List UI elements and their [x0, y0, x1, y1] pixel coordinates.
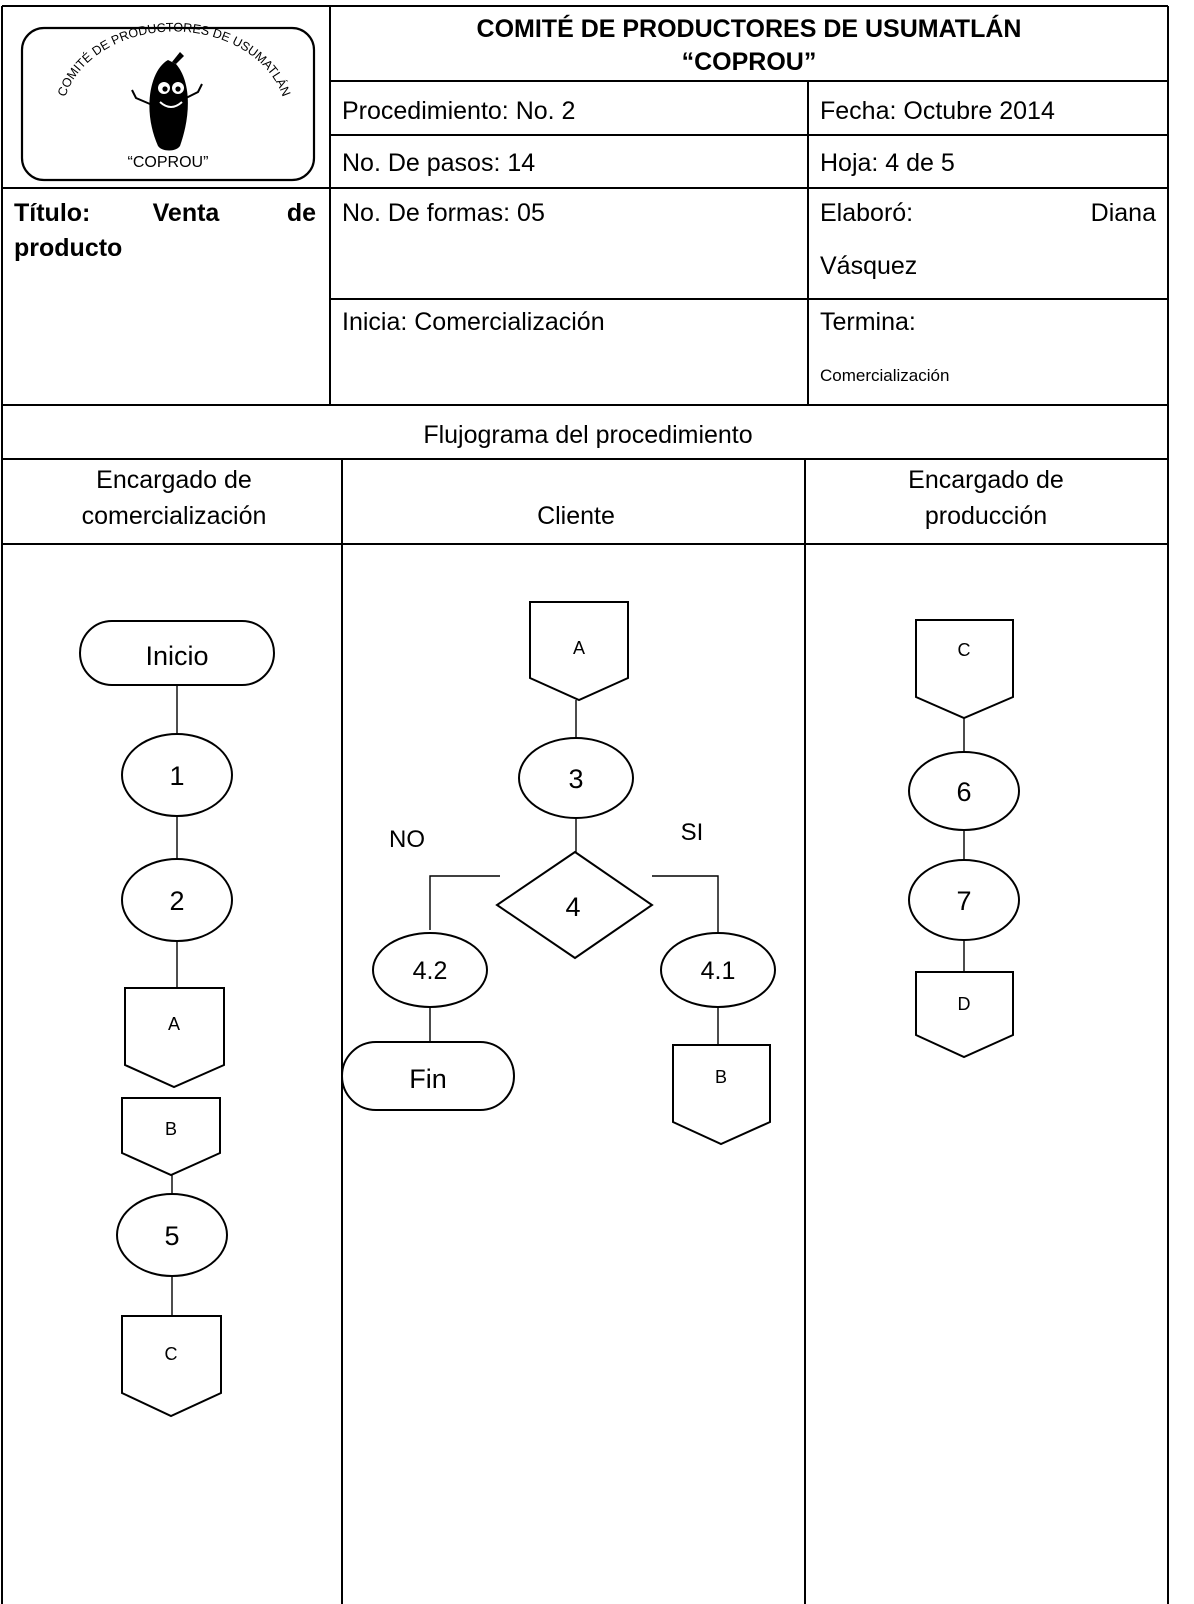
- connector-a-out-label: A: [168, 1014, 180, 1034]
- decision-si-label: SI: [681, 819, 704, 846]
- connector-c-out-label: C: [165, 1344, 178, 1364]
- titulo-label: Título:: [14, 199, 90, 227]
- offpage-connector-c-in: C: [915, 619, 1014, 720]
- table-grid: [1, 5, 1169, 1604]
- elaboro-name-2: Vásquez: [820, 252, 917, 280]
- offpage-connector-c-out: C: [121, 1315, 222, 1418]
- connector-b-in-label: B: [165, 1119, 177, 1139]
- process-step-2: 2: [121, 858, 233, 942]
- process-step-4-2: 4.2: [372, 932, 488, 1008]
- step-3-label: 3: [568, 764, 583, 794]
- logo-caption: “COPROU”: [128, 154, 209, 171]
- titulo-word-1: Venta: [153, 199, 221, 227]
- decision-4-label: 4: [565, 892, 580, 922]
- header-text: COMITÉ DE PRODUCTORES DE USUMATLÁN “COPR…: [14, 14, 1156, 530]
- process-step-7: 7: [908, 859, 1020, 941]
- procedimiento-field: Procedimiento: No. 2: [342, 97, 575, 125]
- lane-comercializacion-line1: Encargado de: [96, 466, 252, 494]
- process-step-5: 5: [116, 1193, 228, 1277]
- step-4-1-label: 4.1: [701, 957, 736, 985]
- decision-no-label: NO: [389, 826, 425, 853]
- process-step-3: 3: [518, 737, 634, 819]
- org-title: COMITÉ DE PRODUCTORES DE USUMATLÁN: [477, 14, 1022, 43]
- connector-b-out-label: B: [715, 1067, 727, 1087]
- offpage-connector-b-in: B: [121, 1097, 221, 1177]
- hoja-field: Hoja: 4 de 5: [820, 149, 955, 177]
- formas-field: No. De formas: 05: [342, 199, 545, 227]
- banana-mascot-icon: [131, 52, 203, 151]
- terminal-fin: Fin: [341, 1041, 515, 1111]
- connector-c-in-label: C: [958, 640, 971, 660]
- titulo-word-2: de: [287, 199, 316, 227]
- flowchart-section-title: Flujograma del procedimiento: [423, 421, 752, 449]
- step-4-2-label: 4.2: [413, 957, 448, 985]
- process-step-6: 6: [908, 751, 1020, 831]
- titulo-line-2: producto: [14, 234, 122, 262]
- step-1-label: 1: [169, 761, 184, 791]
- connector-d-out-label: D: [958, 994, 971, 1014]
- lane-produccion-line1: Encargado de: [908, 466, 1064, 494]
- elaboro-label: Elaboró:: [820, 199, 913, 227]
- decision-4: 4: [495, 850, 654, 960]
- flow-connectors: [171, 685, 965, 1316]
- terminal-inicio: Inicio: [79, 620, 275, 686]
- coprou-logo: COMITÉ DE PRODUCTORES DE USUMATLÁN “COPR…: [20, 20, 316, 182]
- process-step-1: 1: [121, 733, 233, 817]
- fin-label: Fin: [409, 1064, 447, 1094]
- step-7-label: 7: [956, 886, 971, 916]
- termina-value: Comercialización: [820, 366, 949, 385]
- step-6-label: 6: [956, 777, 971, 807]
- offpage-connector-a-in: A: [529, 601, 629, 702]
- lane-produccion-line2: producción: [925, 502, 1047, 530]
- termina-label: Termina:: [820, 308, 916, 336]
- step-2-label: 2: [169, 886, 184, 916]
- offpage-connector-d-out: D: [915, 971, 1014, 1059]
- lane-cliente: Cliente: [537, 502, 615, 530]
- step-5-label: 5: [164, 1221, 179, 1251]
- elaboro-name-1: Diana: [1091, 199, 1156, 227]
- pasos-field: No. De pasos: 14: [342, 149, 535, 177]
- inicia-field: Inicia: Comercialización: [342, 308, 605, 336]
- offpage-connector-b-out: B: [672, 1044, 771, 1146]
- connector-a-in-label: A: [573, 638, 585, 658]
- inicio-label: Inicio: [145, 641, 208, 671]
- process-step-4-1: 4.1: [660, 932, 776, 1008]
- org-subtitle: “COPROU”: [682, 48, 817, 76]
- lane-comercializacion-line2: comercialización: [82, 502, 267, 530]
- offpage-connector-a-out: A: [124, 987, 225, 1089]
- fecha-field: Fecha: Octubre 2014: [820, 97, 1055, 125]
